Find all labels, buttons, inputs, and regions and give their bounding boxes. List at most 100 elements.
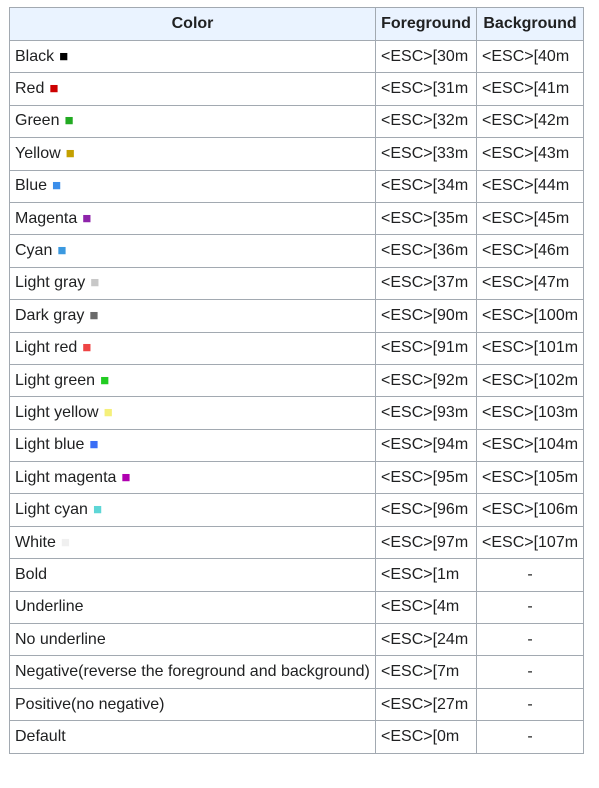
foreground-code-cell: <ESC>[34m bbox=[375, 169, 477, 203]
table-header-row: Color Foreground Background bbox=[9, 7, 585, 41]
background-code-cell: <ESC>[106m bbox=[475, 493, 585, 527]
table-row: Default<ESC>[0m- bbox=[9, 720, 585, 754]
color-name-label: Bold bbox=[15, 565, 48, 583]
ansi-color-table: Color Foreground Background Black■<ESC>[… bbox=[9, 7, 585, 754]
color-name-label: Cyan bbox=[15, 242, 53, 260]
foreground-code-cell: <ESC>[36m bbox=[375, 234, 477, 268]
table-row: White■<ESC>[97m<ESC>[107m bbox=[9, 525, 585, 560]
color-name-label: Light green bbox=[15, 371, 96, 389]
foreground-code-cell: <ESC>[30m bbox=[375, 39, 477, 74]
color-swatch-icon: ■ bbox=[59, 47, 69, 65]
background-code-cell: <ESC>[41m bbox=[475, 72, 585, 106]
background-code-cell: <ESC>[44m bbox=[475, 169, 585, 203]
color-name-label: Light yellow bbox=[15, 403, 99, 421]
color-name-label: Dark gray bbox=[15, 306, 85, 324]
table-row: Light green■<ESC>[92m<ESC>[102m bbox=[9, 363, 585, 398]
color-swatch-icon: ■ bbox=[100, 371, 110, 389]
color-name-cell: Light blue■ bbox=[9, 428, 376, 463]
background-code-cell: <ESC>[103m bbox=[475, 396, 585, 430]
background-code-cell: <ESC>[100m bbox=[475, 299, 585, 333]
color-name-cell: Blue■ bbox=[9, 169, 376, 203]
table-row: Black■<ESC>[30m<ESC>[40m bbox=[9, 39, 585, 74]
background-code-cell: - bbox=[475, 558, 585, 592]
header-color: Color bbox=[9, 7, 376, 41]
color-name-label: Green bbox=[15, 112, 60, 130]
color-name-cell: White■ bbox=[9, 525, 376, 560]
header-background: Background bbox=[475, 7, 585, 41]
color-name-cell: Light cyan■ bbox=[9, 493, 376, 527]
foreground-code-cell: <ESC>[35m bbox=[375, 201, 477, 236]
table-row: Light red■<ESC>[91m<ESC>[101m bbox=[9, 331, 585, 365]
color-name-cell: Red■ bbox=[9, 72, 376, 106]
table-row: Positive(no negative)<ESC>[27m- bbox=[9, 687, 585, 722]
foreground-code-cell: <ESC>[7m bbox=[375, 655, 477, 689]
background-code-cell: <ESC>[46m bbox=[475, 234, 585, 268]
color-name-cell: Underline bbox=[9, 590, 376, 625]
foreground-code-cell: <ESC>[24m bbox=[375, 623, 477, 657]
background-code-cell: - bbox=[475, 623, 585, 657]
table-row: No underline <ESC>[24m- bbox=[9, 623, 585, 657]
color-name-cell: Black■ bbox=[9, 39, 376, 74]
table-row: Green■<ESC>[32m<ESC>[42m bbox=[9, 104, 585, 139]
background-code-cell: <ESC>[102m bbox=[475, 363, 585, 398]
table-row: Bold<ESC>[1m- bbox=[9, 558, 585, 592]
color-name-label: Magenta bbox=[15, 209, 78, 227]
color-name-cell: Light red■ bbox=[9, 331, 376, 365]
color-name-cell: Positive(no negative) bbox=[9, 687, 376, 722]
background-code-cell: <ESC>[42m bbox=[475, 104, 585, 139]
color-swatch-icon: ■ bbox=[60, 533, 70, 551]
color-swatch-icon: ■ bbox=[92, 501, 102, 519]
foreground-code-cell: <ESC>[0m bbox=[375, 720, 477, 754]
color-swatch-icon: ■ bbox=[65, 144, 75, 162]
color-name-label: White bbox=[15, 533, 56, 551]
color-swatch-icon: ■ bbox=[52, 177, 62, 195]
background-code-cell: <ESC>[43m bbox=[475, 137, 585, 171]
table-row: Red■<ESC>[31m<ESC>[41m bbox=[9, 72, 585, 106]
foreground-code-cell: <ESC>[33m bbox=[375, 137, 477, 171]
background-code-cell: <ESC>[107m bbox=[475, 525, 585, 560]
color-name-cell: Light gray■ bbox=[9, 266, 376, 301]
color-name-label: Default bbox=[15, 727, 66, 745]
table-row: Light blue■<ESC>[94m<ESC>[104m bbox=[9, 428, 585, 463]
color-name-label: Negative(reverse the foreground and back… bbox=[15, 663, 370, 681]
color-name-cell: Light green■ bbox=[9, 363, 376, 398]
color-name-label: Light magenta bbox=[15, 468, 117, 486]
color-name-label: Light blue bbox=[15, 436, 85, 454]
color-swatch-icon: ■ bbox=[64, 112, 74, 130]
background-code-cell: - bbox=[475, 590, 585, 625]
color-swatch-icon: ■ bbox=[121, 468, 131, 486]
color-name-cell: Dark gray■ bbox=[9, 299, 376, 333]
table-row: Yellow■ <ESC>[33m<ESC>[43m bbox=[9, 137, 585, 171]
color-name-cell: Magenta■ bbox=[9, 201, 376, 236]
background-code-cell: <ESC>[105m bbox=[475, 461, 585, 495]
color-name-cell: No underline bbox=[9, 623, 376, 657]
background-code-cell: <ESC>[101m bbox=[475, 331, 585, 365]
table-row: Dark gray■<ESC>[90m<ESC>[100m bbox=[9, 299, 585, 333]
foreground-code-cell: <ESC>[92m bbox=[375, 363, 477, 398]
background-code-cell: <ESC>[104m bbox=[475, 428, 585, 463]
color-swatch-icon: ■ bbox=[89, 436, 99, 454]
color-name-cell: Bold bbox=[9, 558, 376, 592]
table-row: Cyan■<ESC>[36m<ESC>[46m bbox=[9, 234, 585, 268]
color-name-label: Black bbox=[15, 47, 55, 65]
table-row: Light cyan■<ESC>[96m<ESC>[106m bbox=[9, 493, 585, 527]
color-name-label: Underline bbox=[15, 598, 84, 616]
color-name-cell: Light magenta■ bbox=[9, 461, 376, 495]
color-name-label: Light red bbox=[15, 339, 78, 357]
background-code-cell: <ESC>[40m bbox=[475, 39, 585, 74]
foreground-code-cell: <ESC>[97m bbox=[375, 525, 477, 560]
table-row: Light gray■<ESC>[37m<ESC>[47m bbox=[9, 266, 585, 301]
foreground-code-cell: <ESC>[93m bbox=[375, 396, 477, 430]
color-swatch-icon: ■ bbox=[49, 80, 59, 98]
foreground-code-cell: <ESC>[31m bbox=[375, 72, 477, 106]
color-name-label: Yellow bbox=[15, 144, 61, 162]
color-swatch-icon: ■ bbox=[89, 306, 99, 324]
foreground-code-cell: <ESC>[96m bbox=[375, 493, 477, 527]
table-row: Negative(reverse the foreground and back… bbox=[9, 655, 585, 689]
color-name-cell: Negative(reverse the foreground and back… bbox=[9, 655, 376, 689]
color-name-label: Red bbox=[15, 80, 45, 98]
color-name-cell: Green■ bbox=[9, 104, 376, 139]
color-name-label: Light gray bbox=[15, 274, 86, 292]
color-name-label: No underline bbox=[15, 630, 106, 648]
